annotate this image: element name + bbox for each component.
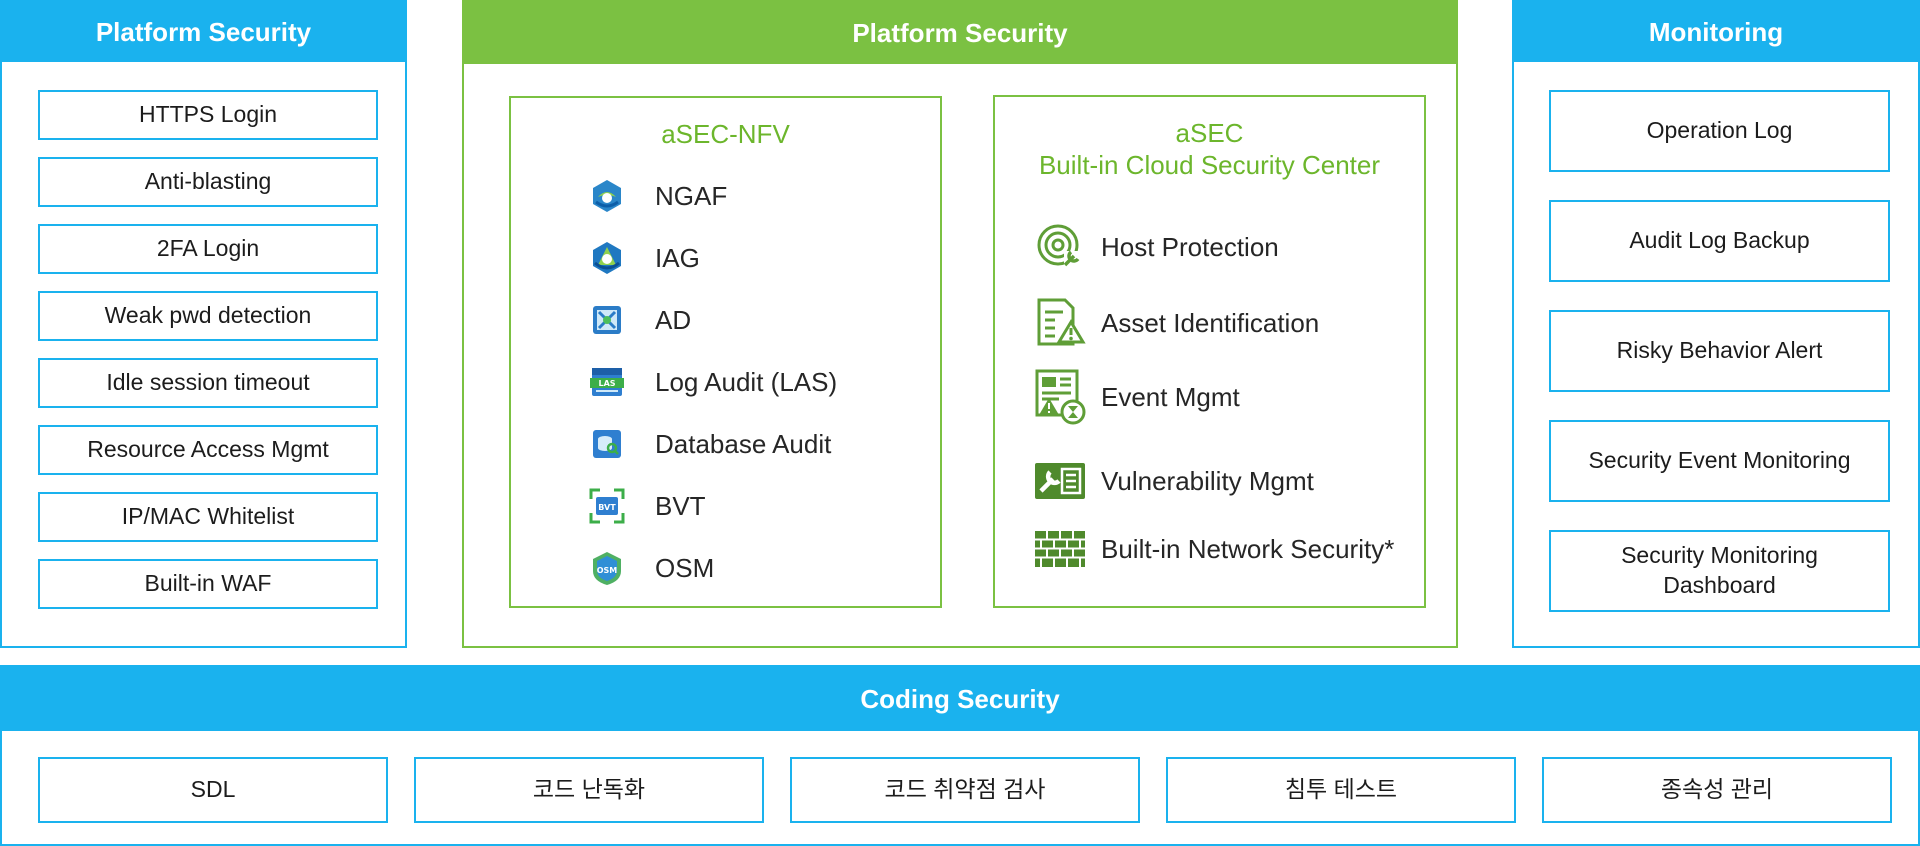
monitoring-panel: Monitoring Operation Log Audit Log Backu… xyxy=(1512,0,1920,648)
bvt-icon: BVT xyxy=(587,486,627,526)
firewall-icon xyxy=(1033,521,1087,577)
service-label-vulnerability-mgmt: Vulnerability Mgmt xyxy=(1101,465,1314,496)
center-platform-security-panel: Platform Security aSEC-NFV NGAF IAG AD L… xyxy=(462,0,1458,648)
dependency-management-box: 종속성 관리 xyxy=(1542,757,1892,823)
resource-access-mgmt-box: Resource Access Mgmt xyxy=(38,425,378,475)
operation-log-box: Operation Log xyxy=(1549,90,1890,172)
database-audit-icon xyxy=(587,424,627,464)
svg-text:LAS: LAS xyxy=(598,379,615,388)
asec-title-line2: Built-in Cloud Security Center xyxy=(1038,150,1381,180)
las-icon: LAS xyxy=(587,362,627,402)
coding-security-panel: Coding Security SDL 코드 난독화 코드 취약점 검사 침투 … xyxy=(0,665,1920,846)
service-row-event-mgmt: Event Mgmt xyxy=(1033,369,1240,425)
left-platform-security-panel: Platform Security HTTPS Login Anti-blast… xyxy=(0,0,407,648)
code-vulnerability-scan-box: 코드 취약점 검사 xyxy=(790,757,1140,823)
security-event-monitoring-box: Security Event Monitoring xyxy=(1549,420,1890,502)
service-label-built-in-network-security: Built-in Network Security* xyxy=(1101,533,1395,564)
sdl-box: SDL xyxy=(38,757,388,823)
ngaf-icon xyxy=(587,176,627,216)
product-label-iag: IAG xyxy=(655,242,700,273)
osm-icon: OSM xyxy=(587,548,627,588)
service-row-built-in-network-security: Built-in Network Security* xyxy=(1033,521,1394,577)
left-panel-title: Platform Security xyxy=(2,2,405,62)
code-obfuscation-box: 코드 난독화 xyxy=(414,757,764,823)
asec-title-line1: aSEC xyxy=(1175,118,1244,148)
weak-pwd-detection-box: Weak pwd detection xyxy=(38,291,378,341)
product-row-las: LAS Log Audit (LAS) xyxy=(587,362,837,402)
2fa-login-box: 2FA Login xyxy=(38,224,378,274)
service-label-event-mgmt: Event Mgmt xyxy=(1101,381,1240,412)
svg-text:BVT: BVT xyxy=(598,503,616,512)
product-label-bvt: BVT xyxy=(655,490,706,521)
product-label-las: Log Audit (LAS) xyxy=(655,366,838,397)
idle-session-timeout-box: Idle session timeout xyxy=(38,358,378,408)
monitoring-panel-title: Monitoring xyxy=(1514,2,1918,62)
center-panel-title: Platform Security xyxy=(464,2,1456,64)
coding-security-title: Coding Security xyxy=(2,667,1918,731)
product-row-ngaf: NGAF xyxy=(587,176,727,216)
event-mgmt-icon xyxy=(1033,369,1087,425)
product-row-database-audit: Database Audit xyxy=(587,424,831,464)
https-login-box: HTTPS Login xyxy=(38,90,378,140)
security-monitoring-dashboard-line1: Security Monitoring xyxy=(1621,542,1818,569)
risky-behavior-alert-box: Risky Behavior Alert xyxy=(1549,310,1890,392)
product-label-osm: OSM xyxy=(655,552,715,583)
security-monitoring-dashboard-line2: Dashboard xyxy=(1663,572,1776,598)
service-label-asset-identification: Asset Identification xyxy=(1101,307,1320,338)
service-row-vulnerability-mgmt: Vulnerability Mgmt xyxy=(1033,453,1314,509)
vulnerability-mgmt-icon xyxy=(1033,453,1087,509)
security-monitoring-dashboard-box: Security Monitoring Dashboard xyxy=(1549,530,1890,612)
service-row-asset-identification: Asset Identification xyxy=(1033,295,1319,351)
product-label-database-audit: Database Audit xyxy=(655,428,832,459)
ad-icon xyxy=(587,300,627,340)
anti-blasting-box: Anti-blasting xyxy=(38,157,378,207)
service-label-host-protection: Host Protection xyxy=(1101,231,1279,262)
penetration-test-box: 침투 테스트 xyxy=(1166,757,1516,823)
host-protection-icon xyxy=(1033,219,1087,275)
product-row-ad: AD xyxy=(587,300,691,340)
iag-icon xyxy=(587,238,627,278)
svg-text:OSM: OSM xyxy=(597,566,618,575)
product-row-iag: IAG xyxy=(587,238,700,278)
asec-cloud-security-center-box: aSEC Built-in Cloud Security Center Host… xyxy=(993,95,1426,608)
product-row-bvt: BVT BVT xyxy=(587,486,706,526)
audit-log-backup-box: Audit Log Backup xyxy=(1549,200,1890,282)
service-row-host-protection: Host Protection xyxy=(1033,219,1279,275)
asec-nfv-title: aSEC-NFV xyxy=(661,119,790,149)
product-label-ad: AD xyxy=(655,304,692,335)
asec-nfv-box: aSEC-NFV NGAF IAG AD LAS Log Audit (LAS) xyxy=(509,96,942,608)
built-in-waf-box: Built-in WAF xyxy=(38,559,378,609)
ip-mac-whitelist-box: IP/MAC Whitelist xyxy=(38,492,378,542)
asset-identification-icon xyxy=(1033,295,1087,351)
product-row-osm: OSM OSM xyxy=(587,548,714,588)
product-label-ngaf: NGAF xyxy=(655,180,728,211)
